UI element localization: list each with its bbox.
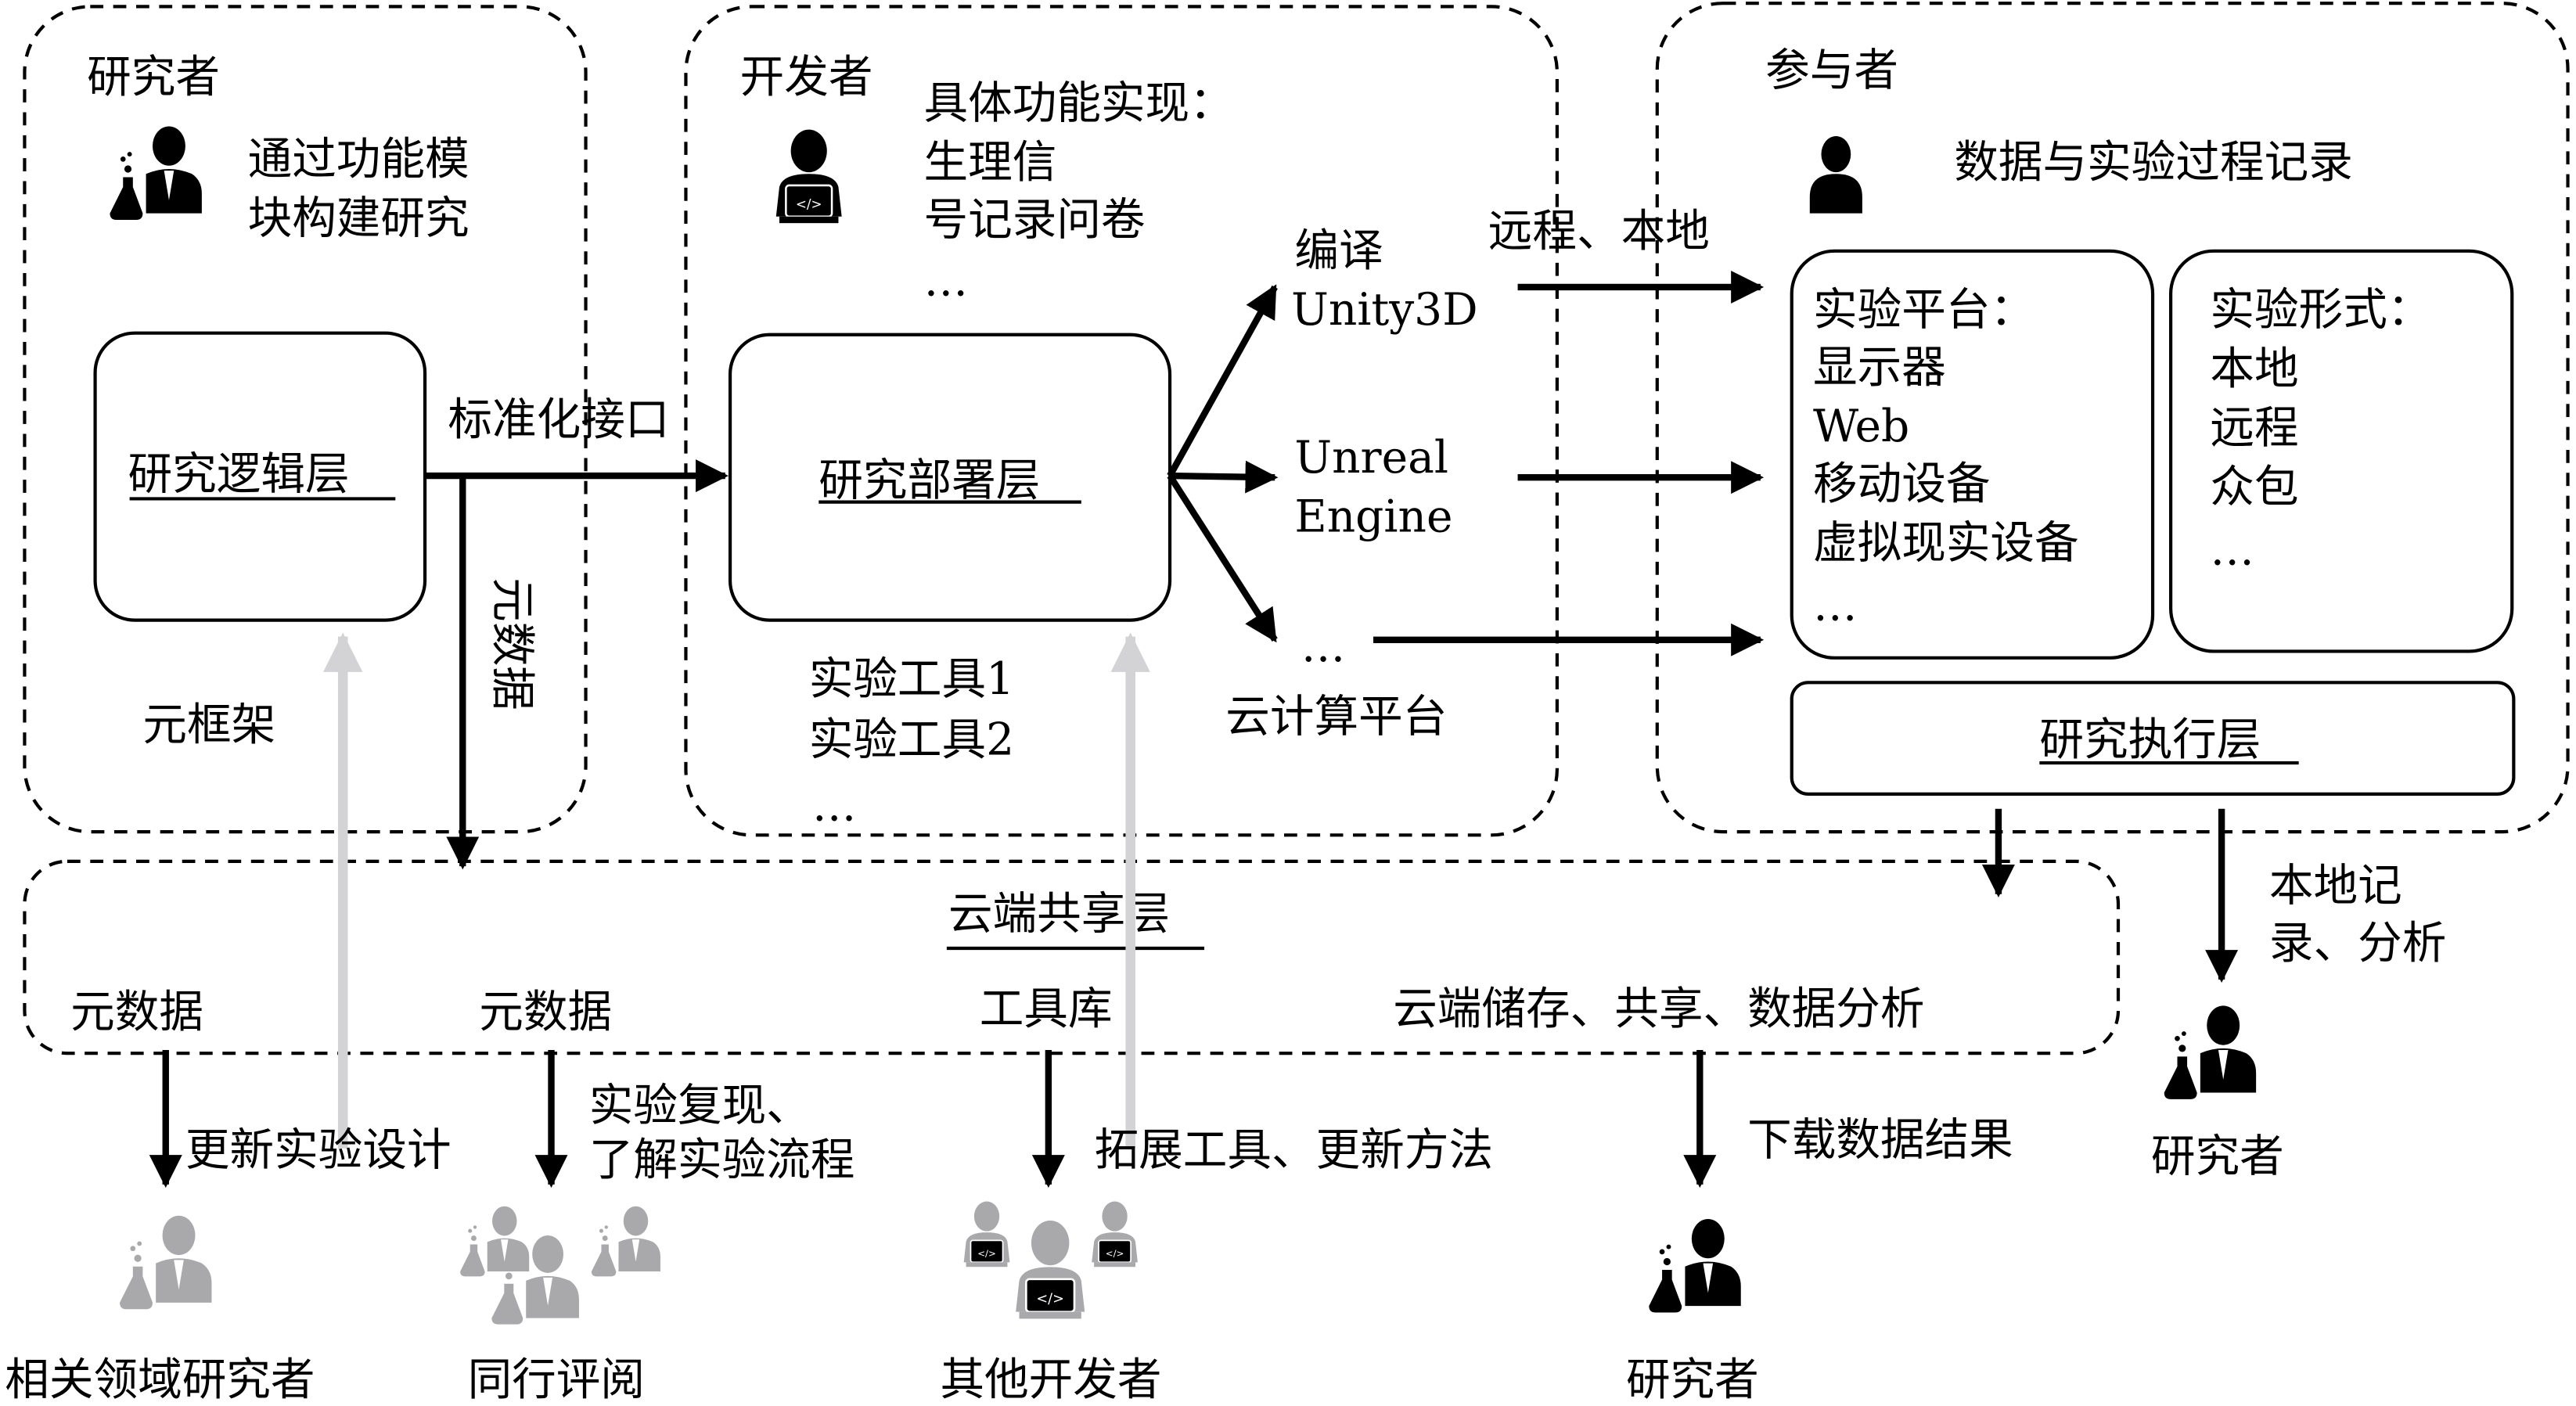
platform-box[interactable] [1790,249,2155,660]
local-researcher-icon [2164,1005,2257,1099]
tool-item: … [812,779,857,831]
metadata-vertical-label: 元数据 [486,577,538,710]
cloud-item: 元数据 [70,987,203,1038]
local-researcher-label: 研究者 [2151,1131,2284,1182]
compile-target-line: Engine [1294,491,1452,542]
compile-target-line: … [1301,620,1346,672]
platform-item: 显示器 [1813,342,1946,394]
consumer-flow-label: 下载数据结果 [1747,1114,2013,1166]
cloud-item: 工具库 [980,983,1113,1034]
compile-target-line: Unreal [1294,432,1448,484]
researcher-panel [23,5,588,834]
framework-label: 元框架 [142,699,275,751]
peer-review-group-icon [460,1206,660,1325]
participant-desc: 数据与实验过程记录 [1954,136,2353,188]
researcher-desc-line: 通过功能模 [248,133,470,185]
platform-item: 虚拟现实设备 [1813,517,2079,569]
compile-arrow-cloud [1167,473,1278,643]
platform-item: Web [1813,401,1909,452]
platform-title: 实验平台： [1813,284,2035,336]
participant-role-label: 参与者 [1765,45,1898,96]
platform-item: … [1813,580,1858,631]
consumer-actor-label: 同行评阅 [468,1354,645,1405]
interface-label: 标准化接口 [448,394,669,446]
scientist-icon [110,126,202,220]
compile-target-line: 云计算平台 [1225,691,1447,743]
form-item: 众包 [2210,462,2298,513]
compile-target-line: Unity3D [1291,284,1477,336]
download-researcher-icon [1649,1218,1741,1313]
execution-layer-label: 研究执行层 [2039,714,2261,766]
consumer-actor-label: 研究者 [1626,1354,1759,1405]
consumer-actor-label: 其他开发者 [940,1354,1161,1405]
form-box[interactable] [2169,249,2514,653]
execution-layer-box[interactable] [1790,681,2516,796]
researcher-desc-line: 块构建研究 [248,192,470,244]
form-title: 实验形式： [2210,284,2431,336]
consumer-flow-label: 拓展工具、更新方法 [1095,1124,1494,1176]
platform-item: 移动设备 [1813,458,1990,509]
participant-panel [1655,2,2570,834]
cloud-layer-title: 云端共享层 [948,888,1170,940]
consumer-flow-label: 了解实验流程 [589,1134,855,1185]
deploy-mode-label: 远程、本地 [1488,206,1710,257]
developer-desc-line: 具体功能实现： [923,77,1233,129]
developer-icon [775,128,843,225]
researcher-role-label: 研究者 [87,51,220,102]
local-record-label: 本地记 [2269,860,2402,912]
cloud-item: 云端储存、共享、数据分析 [1393,983,1924,1034]
developer-desc-line: 生理信 [923,136,1056,188]
compile-target-line: 编译 [1294,225,1383,277]
cloud-sharing-panel [23,859,2121,1055]
developer-panel [684,5,1559,837]
logic-layer-label: 研究逻辑层 [128,448,350,500]
form-item: 远程 [2210,402,2298,454]
form-item: 本地 [2210,343,2298,395]
developer-role-label: 开发者 [740,51,873,102]
consumer-flow-label: 更新实验设计 [185,1124,452,1176]
developer-desc-line: 号记录问卷 [923,194,1145,246]
consumer-actor-label: 相关领域研究者 [5,1354,315,1405]
compile-arrow-unreal [1169,460,1279,494]
form-item: … [2210,523,2254,575]
consumer-flow-label: 实验复现、 [589,1080,811,1131]
developer-desc-line: … [923,254,968,306]
tool-item: 实验工具2 [809,714,1014,766]
compile-arrow-unity [1167,284,1278,478]
other-developers-group-icon [962,1200,1139,1320]
participant-icon [1809,136,1862,214]
deploy-layer-label: 研究部署层 [818,455,1040,506]
tool-item: 实验工具1 [809,653,1014,705]
local-record-label: 录、分析 [2269,918,2446,969]
cloud-item: 元数据 [479,987,612,1038]
related-researcher-icon [120,1215,212,1310]
